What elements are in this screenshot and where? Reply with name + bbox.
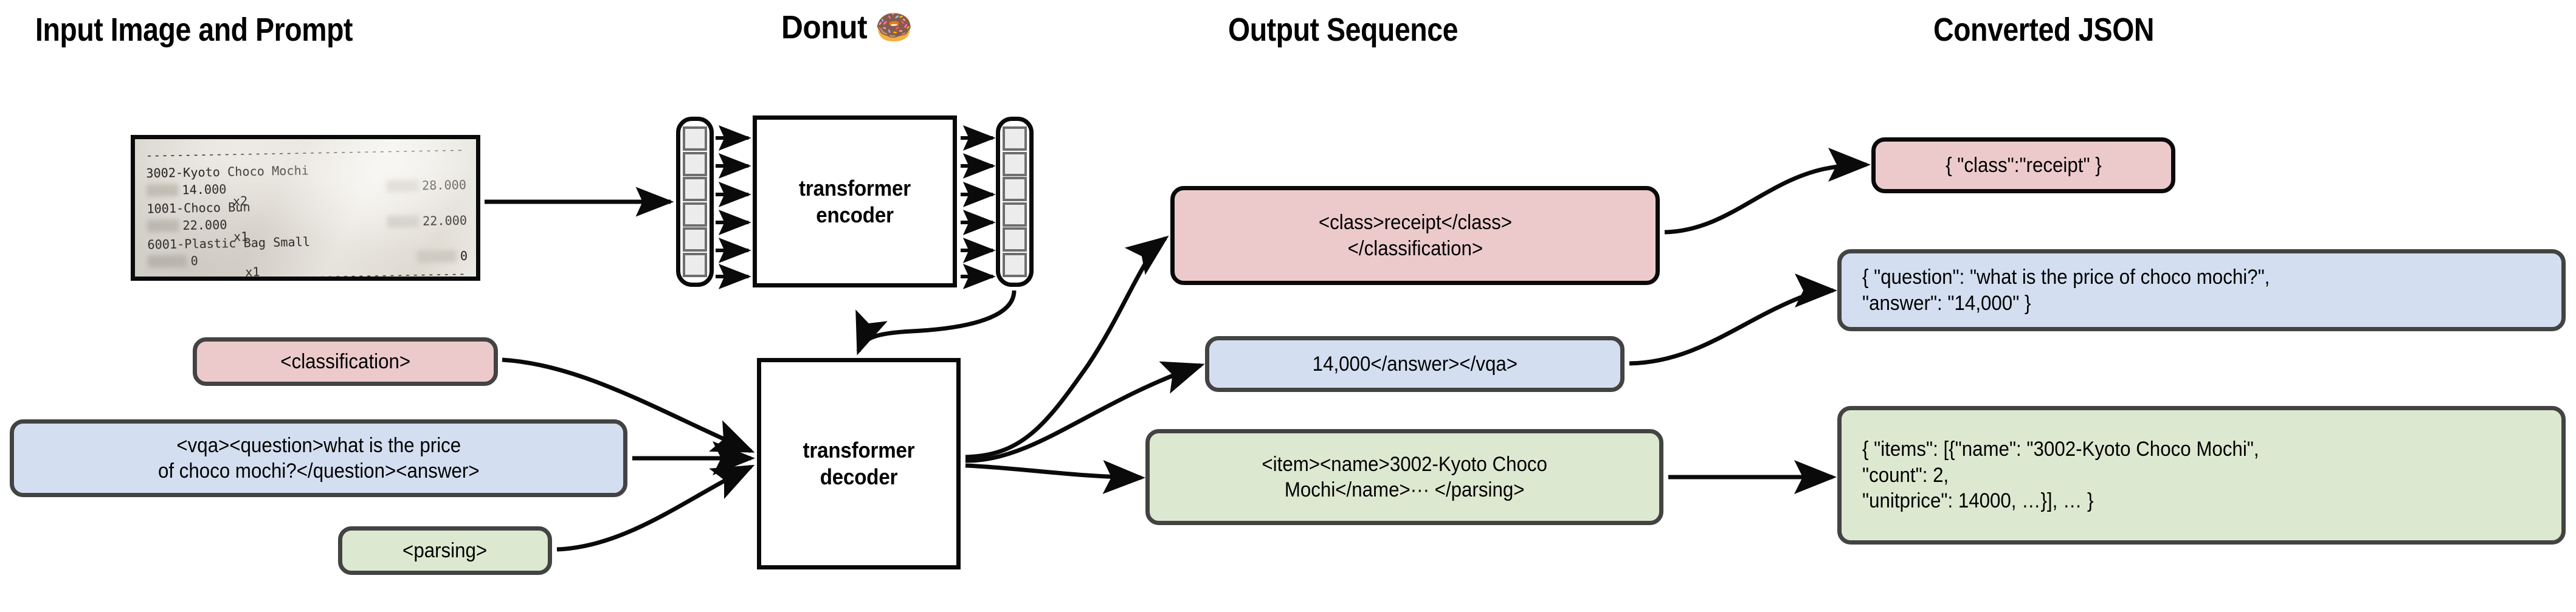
json-vqa-box[interactable]: { "question": "what is the price of choc…	[1837, 249, 2566, 331]
json-classification-text: { "class":"receipt" }	[1945, 153, 2102, 177]
receipt-text-content: ----------------------------------------…	[135, 139, 476, 277]
input-receipt-image: ----------------------------------------…	[131, 135, 480, 281]
wire-output-to-json-classification	[1664, 148, 1871, 235]
receipt-unit-price: 0	[190, 253, 199, 269]
heading-input-image-and-prompt: Input Image and Prompt	[35, 12, 353, 48]
heading-donut: Donut 🍩	[781, 9, 913, 46]
heading-converted-json: Converted JSON	[1933, 12, 2155, 48]
receipt-line-total: 22.000	[422, 213, 468, 229]
output-parsing-text: <item><name>3002-Kyoto Choco Mochi</name…	[1262, 452, 1547, 502]
prompt-vqa-box[interactable]: <vqa><question>what is the price of choc…	[10, 419, 627, 497]
output-parsing-box[interactable]: <item><name>3002-Kyoto Choco Mochi</name…	[1145, 429, 1663, 525]
prompt-parsing-text: <parsing>	[402, 538, 488, 562]
wire-encoder-to-decoder	[855, 290, 1017, 356]
transformer-encoder-block: transformer encoder	[753, 115, 957, 287]
patch-token-out-5	[1003, 252, 1027, 277]
prompt-parsing-box[interactable]: <parsing>	[338, 526, 552, 575]
receipt-unit-price: 22.000	[182, 217, 227, 233]
patch-token-out-2	[1003, 177, 1027, 202]
output-vqa-text: 14,000</answer></vqa>	[1312, 352, 1518, 376]
output-classification-text: <class>receipt</class> </classification>	[1318, 211, 1512, 260]
output-vqa-box[interactable]: 14,000</answer></vqa>	[1205, 336, 1625, 392]
receipt-unit-price: 14.000	[182, 181, 227, 198]
prompt-vqa-text: <vqa><question>what is the price of choc…	[157, 433, 480, 483]
receipt-line-total: 28.000	[421, 177, 467, 193]
prompt-classification-box[interactable]: <classification>	[193, 337, 498, 386]
patch-token-out-0	[1003, 126, 1027, 151]
patch-token-in-2	[683, 177, 707, 202]
heading-output-sequence: Output Sequence	[1228, 12, 1458, 48]
receipt-line-total: 0	[460, 248, 468, 264]
wire-output-to-json-vqa	[1629, 273, 1837, 366]
patch-token-in-4	[683, 227, 707, 252]
patch-token-out-1	[1003, 151, 1027, 176]
json-parsing-text: { "items": [{"name": "3002-Kyoto Choco M…	[1862, 438, 2259, 513]
encoder-input-token-strip	[676, 117, 714, 287]
json-classification-box[interactable]: { "class":"receipt" }	[1871, 137, 2175, 193]
prompt-classification-text: <classification>	[280, 349, 410, 373]
patch-token-in-5	[683, 252, 707, 277]
output-classification-box[interactable]: <class>receipt</class> </classification>	[1170, 186, 1660, 285]
transformer-decoder-block: transformer decoder	[757, 358, 961, 569]
patch-token-in-3	[683, 202, 707, 227]
wire-decoder-to-output-parsing	[965, 459, 1145, 494]
transformer-decoder-label: transformer decoder	[803, 438, 915, 489]
patch-token-out-3	[1003, 202, 1027, 227]
encoder-output-token-strip	[996, 117, 1034, 287]
json-parsing-box[interactable]: { "items": [{"name": "3002-Kyoto Choco M…	[1837, 406, 2566, 545]
patch-token-in-0	[683, 126, 707, 151]
json-vqa-text: { "question": "what is the price of choc…	[1862, 266, 2270, 315]
patch-token-in-1	[683, 151, 707, 176]
transformer-encoder-label: transformer encoder	[799, 175, 911, 227]
patch-token-out-4	[1003, 227, 1027, 252]
